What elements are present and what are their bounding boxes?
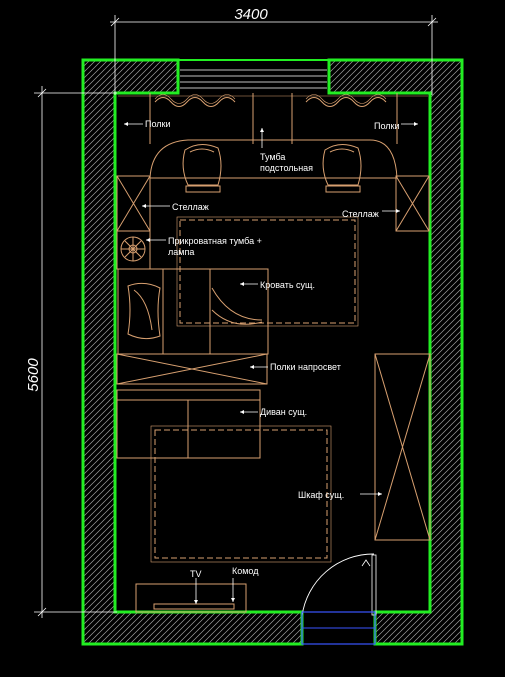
curtain-right	[305, 97, 387, 107]
pillow	[127, 282, 161, 340]
label-stellazh-right: Стеллаж	[342, 209, 379, 219]
chair-left	[182, 144, 222, 193]
window-gap	[178, 60, 329, 93]
curtain-left	[154, 97, 236, 107]
label-tumba-line2: подстольная	[260, 163, 313, 173]
label-tv: TV	[190, 569, 202, 579]
dimension-width	[110, 15, 438, 95]
label-komod: Комод	[232, 566, 259, 576]
label-shelves-right: Полки	[374, 121, 400, 131]
chair-right	[322, 144, 362, 193]
door-leaf	[371, 554, 377, 616]
label-shelves-left: Полки	[145, 119, 171, 129]
desk	[149, 139, 398, 179]
leaders	[124, 122, 418, 604]
tv	[153, 603, 235, 610]
label-wardrobe: Шкаф сущ.	[298, 490, 344, 500]
height-dimension-text: 5600	[25, 358, 42, 392]
label-nightstand-line2: лампа	[168, 247, 194, 257]
bed	[117, 268, 269, 355]
window	[177, 59, 330, 93]
wall-hatch	[83, 60, 462, 644]
furniture	[116, 93, 431, 613]
walls	[81, 58, 464, 646]
width-dimension-text: 3400	[234, 6, 268, 23]
label-shelves-through: Полки напросвет	[270, 362, 341, 372]
wall-outline	[81, 58, 464, 646]
wardrobe	[374, 353, 431, 541]
shelves-through	[116, 353, 268, 385]
label-stellazh-left: Стеллаж	[172, 202, 209, 212]
label-sofa: Диван сущ.	[260, 407, 307, 417]
komod	[135, 583, 247, 613]
rug-bottom	[154, 429, 328, 559]
dimension-height	[34, 86, 117, 618]
label-tumba-line1: Тумба	[260, 152, 285, 162]
label-nightstand-line1: Прикроватная тумба +	[168, 236, 262, 246]
label-bed: Кровать сущ.	[260, 280, 315, 290]
stellazh-right	[395, 175, 430, 232]
door	[301, 553, 377, 645]
